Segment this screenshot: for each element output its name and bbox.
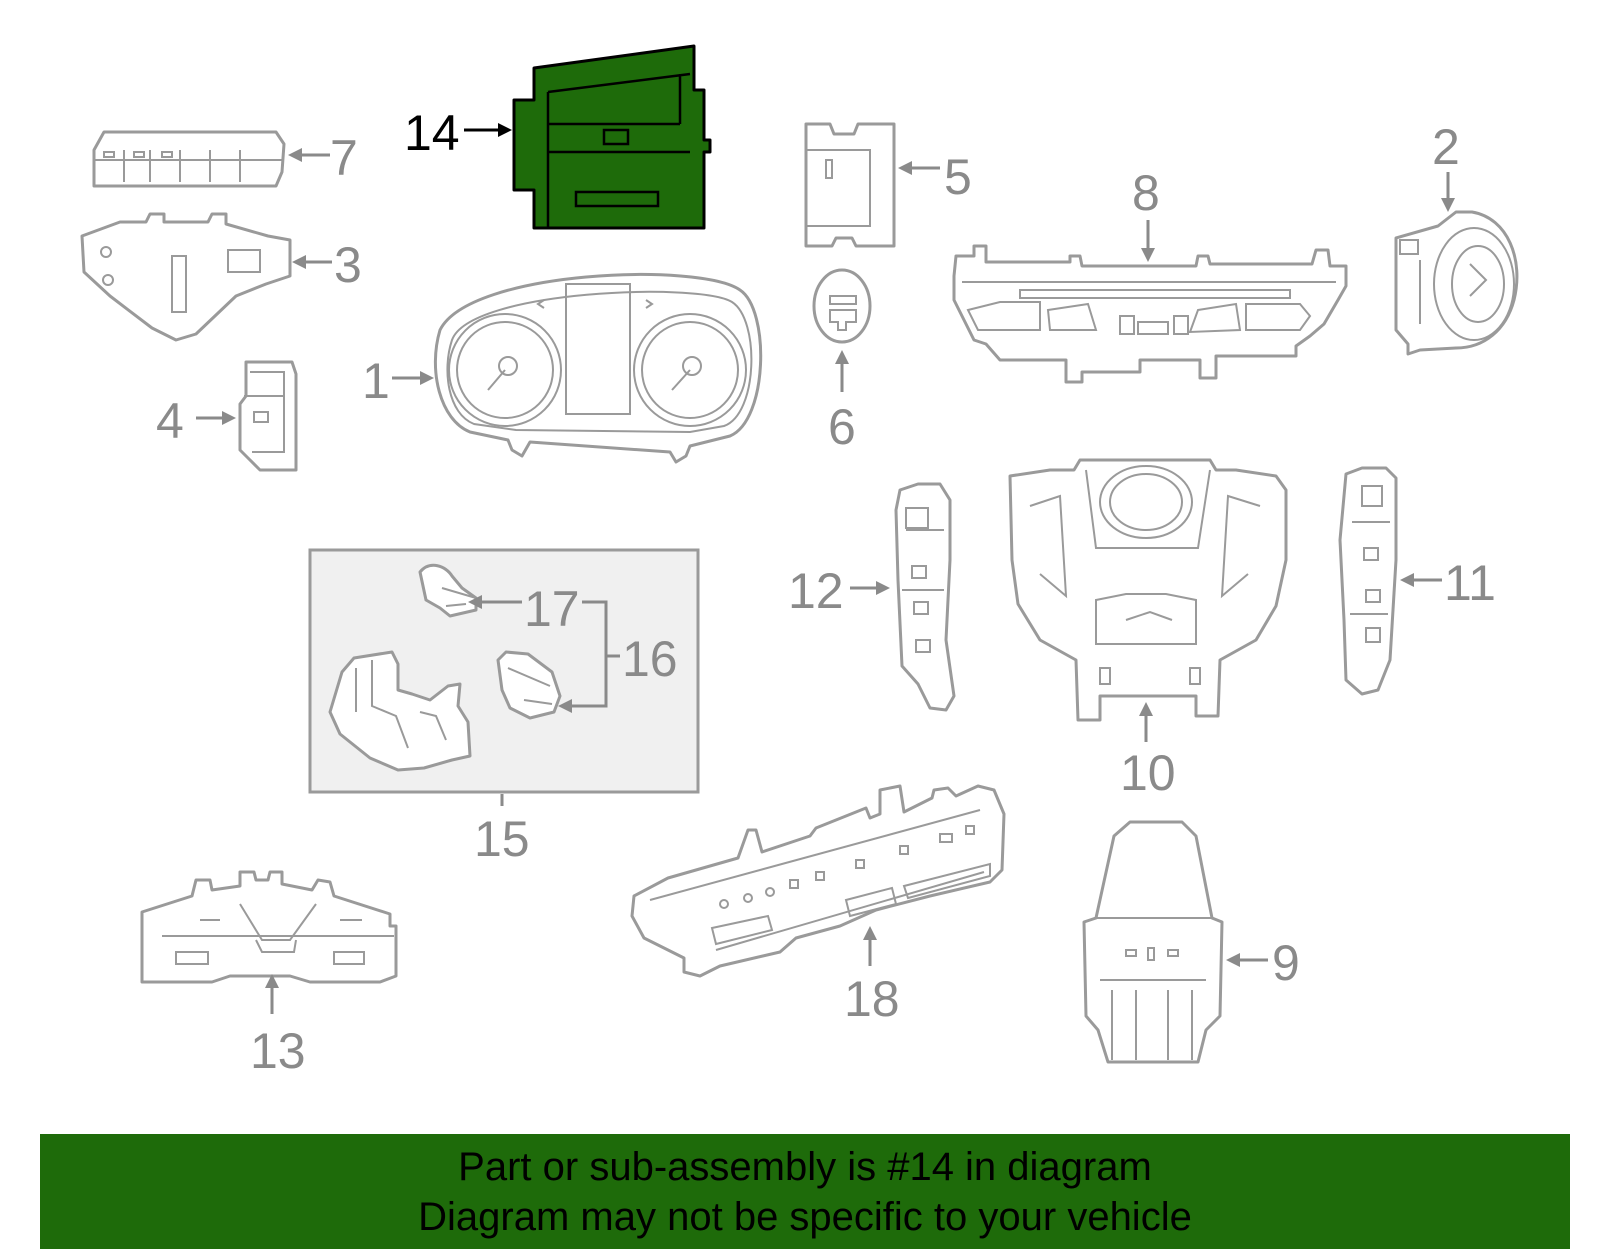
svg-text:13: 13 — [250, 1023, 306, 1079]
part-14-module[interactable] — [512, 44, 712, 230]
banner-line-1: Part or sub-assembly is #14 in diagram — [458, 1145, 1152, 1189]
svg-text:9: 9 — [1272, 935, 1300, 991]
svg-text:4: 4 — [156, 393, 184, 449]
part-10-center-console[interactable] — [1008, 458, 1288, 722]
svg-text:3: 3 — [334, 237, 362, 293]
callout-8: 8 — [1132, 165, 1160, 262]
part-11-switch-panel[interactable] — [1338, 466, 1398, 696]
part-1-instrument-cluster[interactable] — [433, 273, 763, 464]
svg-text:12: 12 — [788, 563, 844, 619]
svg-text:10: 10 — [1120, 745, 1176, 801]
part-7-switch-strip[interactable] — [92, 130, 286, 188]
callout-18: 18 — [844, 926, 900, 1027]
svg-text:11: 11 — [1444, 555, 1496, 611]
svg-text:15: 15 — [474, 811, 530, 867]
part-2-ignition-switch[interactable] — [1394, 210, 1519, 356]
svg-text:6: 6 — [828, 399, 856, 455]
part-9-shifter-module[interactable] — [1082, 820, 1224, 1064]
callout-1: 1 — [362, 353, 434, 409]
part-16-socket[interactable] — [496, 650, 562, 720]
info-banner: Part or sub-assembly is #14 in diagram D… — [40, 1134, 1570, 1249]
callout-4: 4 — [156, 393, 236, 449]
callout-17: 17 — [468, 581, 580, 637]
part-3-light-switch[interactable] — [80, 212, 292, 342]
callout-11: 11 — [1400, 555, 1496, 611]
part-5-module[interactable] — [804, 122, 896, 248]
callout-6: 6 — [828, 350, 856, 455]
callout-3: 3 — [292, 237, 362, 293]
callout-15: 15 — [474, 794, 530, 867]
banner-line-2: Diagram may not be specific to your vehi… — [418, 1195, 1192, 1239]
callout-12: 12 — [788, 563, 890, 619]
svg-text:17: 17 — [524, 581, 580, 637]
callout-9: 9 — [1226, 935, 1300, 991]
part-12-switch-panel[interactable] — [894, 482, 956, 712]
part-6-button[interactable] — [812, 268, 872, 344]
callout-10: 10 — [1120, 702, 1176, 801]
svg-text:5: 5 — [944, 149, 972, 205]
svg-text:2: 2 — [1432, 119, 1460, 175]
svg-text:1: 1 — [362, 353, 390, 409]
svg-text:18: 18 — [844, 971, 900, 1027]
callout-13: 13 — [250, 974, 306, 1079]
callout-2: 2 — [1432, 119, 1460, 212]
part-17-bulb[interactable] — [418, 563, 478, 618]
callout-14-label: 14 — [404, 105, 460, 161]
part-4-switch[interactable] — [238, 360, 298, 472]
callout-16: 16 — [558, 600, 678, 713]
part-15-lamp-housing[interactable] — [328, 650, 472, 772]
svg-text:8: 8 — [1132, 165, 1160, 221]
part-8-control-panel[interactable] — [952, 244, 1348, 384]
callout-14: 14 — [404, 105, 512, 161]
callout-5: 5 — [898, 149, 972, 205]
svg-text:16: 16 — [622, 631, 678, 687]
part-18-climate-panel[interactable] — [630, 784, 1006, 978]
callout-7: 7 — [288, 130, 358, 186]
part-13-switch-unit[interactable] — [140, 870, 398, 984]
svg-text:7: 7 — [330, 130, 358, 186]
